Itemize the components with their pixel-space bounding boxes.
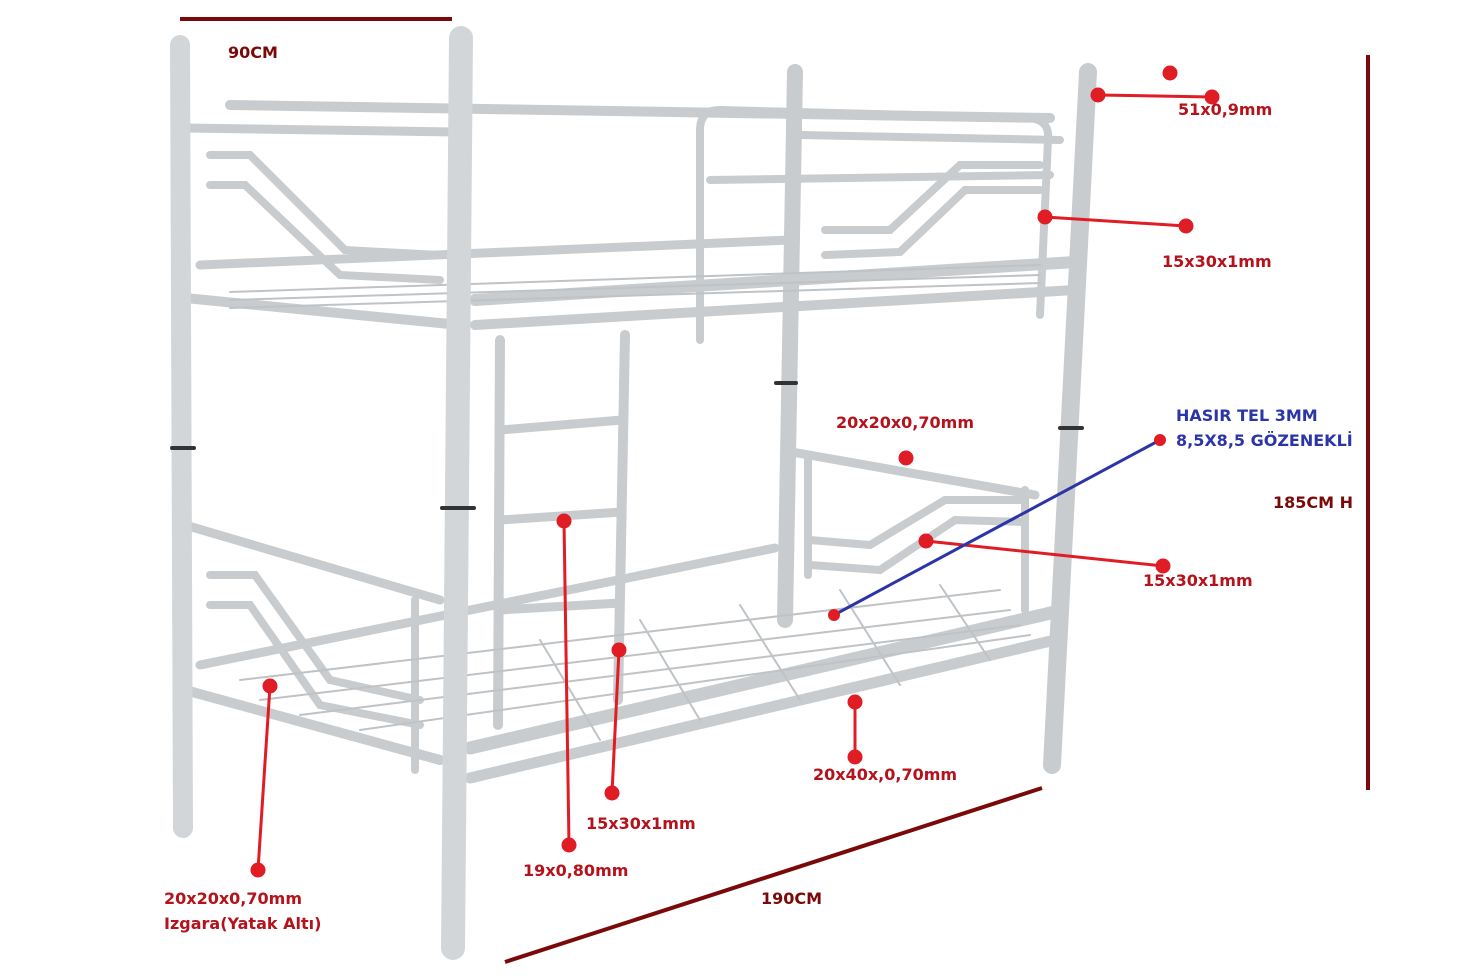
- mesh-label-line2: 8,5X8,5 GÖZENEKLİ: [1176, 431, 1353, 450]
- grid-label-line1: 20x20x0,70mm: [164, 889, 302, 908]
- side-rail-label: 20x40x,0,70mm: [813, 765, 958, 784]
- mesh-leader: [828, 434, 1166, 621]
- back-center-post: [777, 64, 803, 628]
- grid-label-line2: Izgara(Yatak Altı): [164, 914, 322, 933]
- dimension-lines: [180, 17, 1370, 964]
- post-label: 51x0,9mm: [1178, 100, 1273, 119]
- front-left-post: [170, 35, 193, 838]
- front-center-post: [441, 26, 473, 960]
- width-label: 90CM: [228, 43, 278, 62]
- lower-headboard-top-label: 20x20x0,70mm: [836, 413, 974, 432]
- upper-guardrail-label: 15x30x1mm: [1162, 252, 1272, 271]
- bed-frame: [170, 26, 1097, 960]
- length-label: 190CM: [761, 889, 823, 908]
- ladder-rung-label: 19x0,80mm: [523, 861, 629, 880]
- lower-headboard-label: 15x30x1mm: [1143, 571, 1253, 590]
- mesh-label-line1: HASIR TEL 3MM: [1176, 406, 1318, 425]
- annotation-leaders: [250, 65, 1220, 878]
- height-label: 185CM H: [1273, 493, 1354, 512]
- back-right-post: [1043, 63, 1097, 774]
- ladder-side-label: 15x30x1mm: [586, 814, 696, 833]
- length-dimension-line: [504, 786, 1043, 964]
